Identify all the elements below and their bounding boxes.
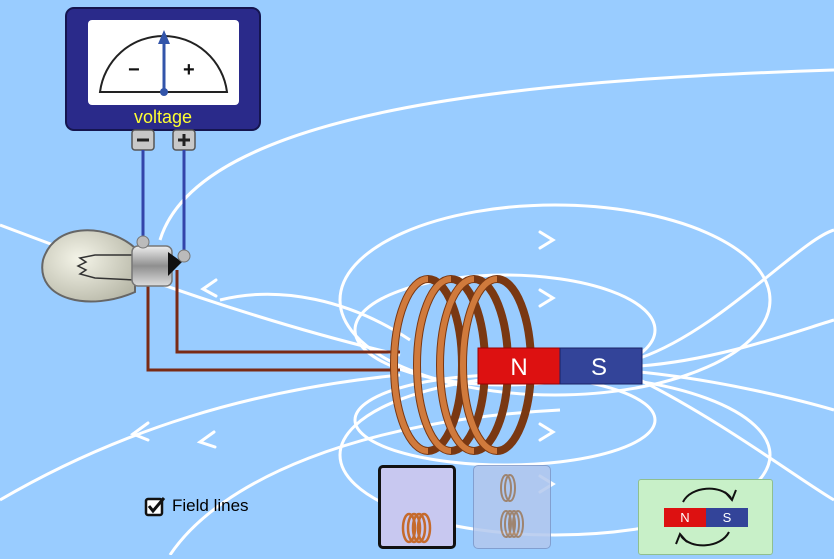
double-coil-button[interactable] — [473, 465, 551, 549]
bulb-filament — [76, 254, 136, 281]
pickup-coil-front — [391, 276, 498, 454]
arrow-icon — [538, 230, 556, 250]
field-line — [158, 68, 834, 241]
meter-label: voltage — [134, 107, 192, 127]
field-line — [0, 223, 401, 357]
circuit-wire — [146, 270, 400, 372]
field-line — [639, 370, 834, 412]
arrow-icon — [200, 278, 218, 298]
magnet-north-label: N — [510, 354, 527, 381]
flip-magnet-icon: N S — [664, 487, 748, 547]
field-line — [639, 228, 834, 360]
four-loop-coil-icon — [401, 512, 432, 544]
flip-polarity-button[interactable]: N S — [638, 479, 773, 555]
field-lines — [0, 68, 834, 555]
field-line — [219, 292, 411, 342]
light-bulb — [41, 229, 191, 303]
checkbox-checked-icon[interactable] — [144, 496, 166, 517]
magnet-south-label: S — [591, 354, 607, 381]
meter-plus-sign: + — [183, 59, 195, 81]
field-line — [338, 203, 772, 397]
arrow-icon — [196, 430, 217, 449]
arrow-icon — [129, 421, 150, 442]
flip-north-label: N — [680, 510, 689, 525]
field-lines-checkbox[interactable]: Field lines — [144, 496, 249, 517]
field-line — [0, 373, 401, 502]
field-line — [639, 318, 834, 368]
field-line — [639, 378, 834, 502]
meter-terminal-minus — [131, 129, 155, 151]
meter-minus-sign: − — [128, 59, 140, 81]
meter-leads — [141, 150, 186, 254]
meter-terminal-plus — [172, 129, 196, 151]
single-coil-button[interactable] — [378, 465, 456, 549]
bar-magnet[interactable]: N S — [477, 347, 643, 385]
two-coil-icon — [500, 474, 524, 538]
voltmeter: − + voltage — [65, 7, 261, 131]
field-lines-label: Field lines — [172, 496, 249, 515]
arrow-icon — [538, 288, 556, 308]
flip-south-label: S — [723, 510, 732, 525]
arrow-icon — [538, 422, 556, 442]
